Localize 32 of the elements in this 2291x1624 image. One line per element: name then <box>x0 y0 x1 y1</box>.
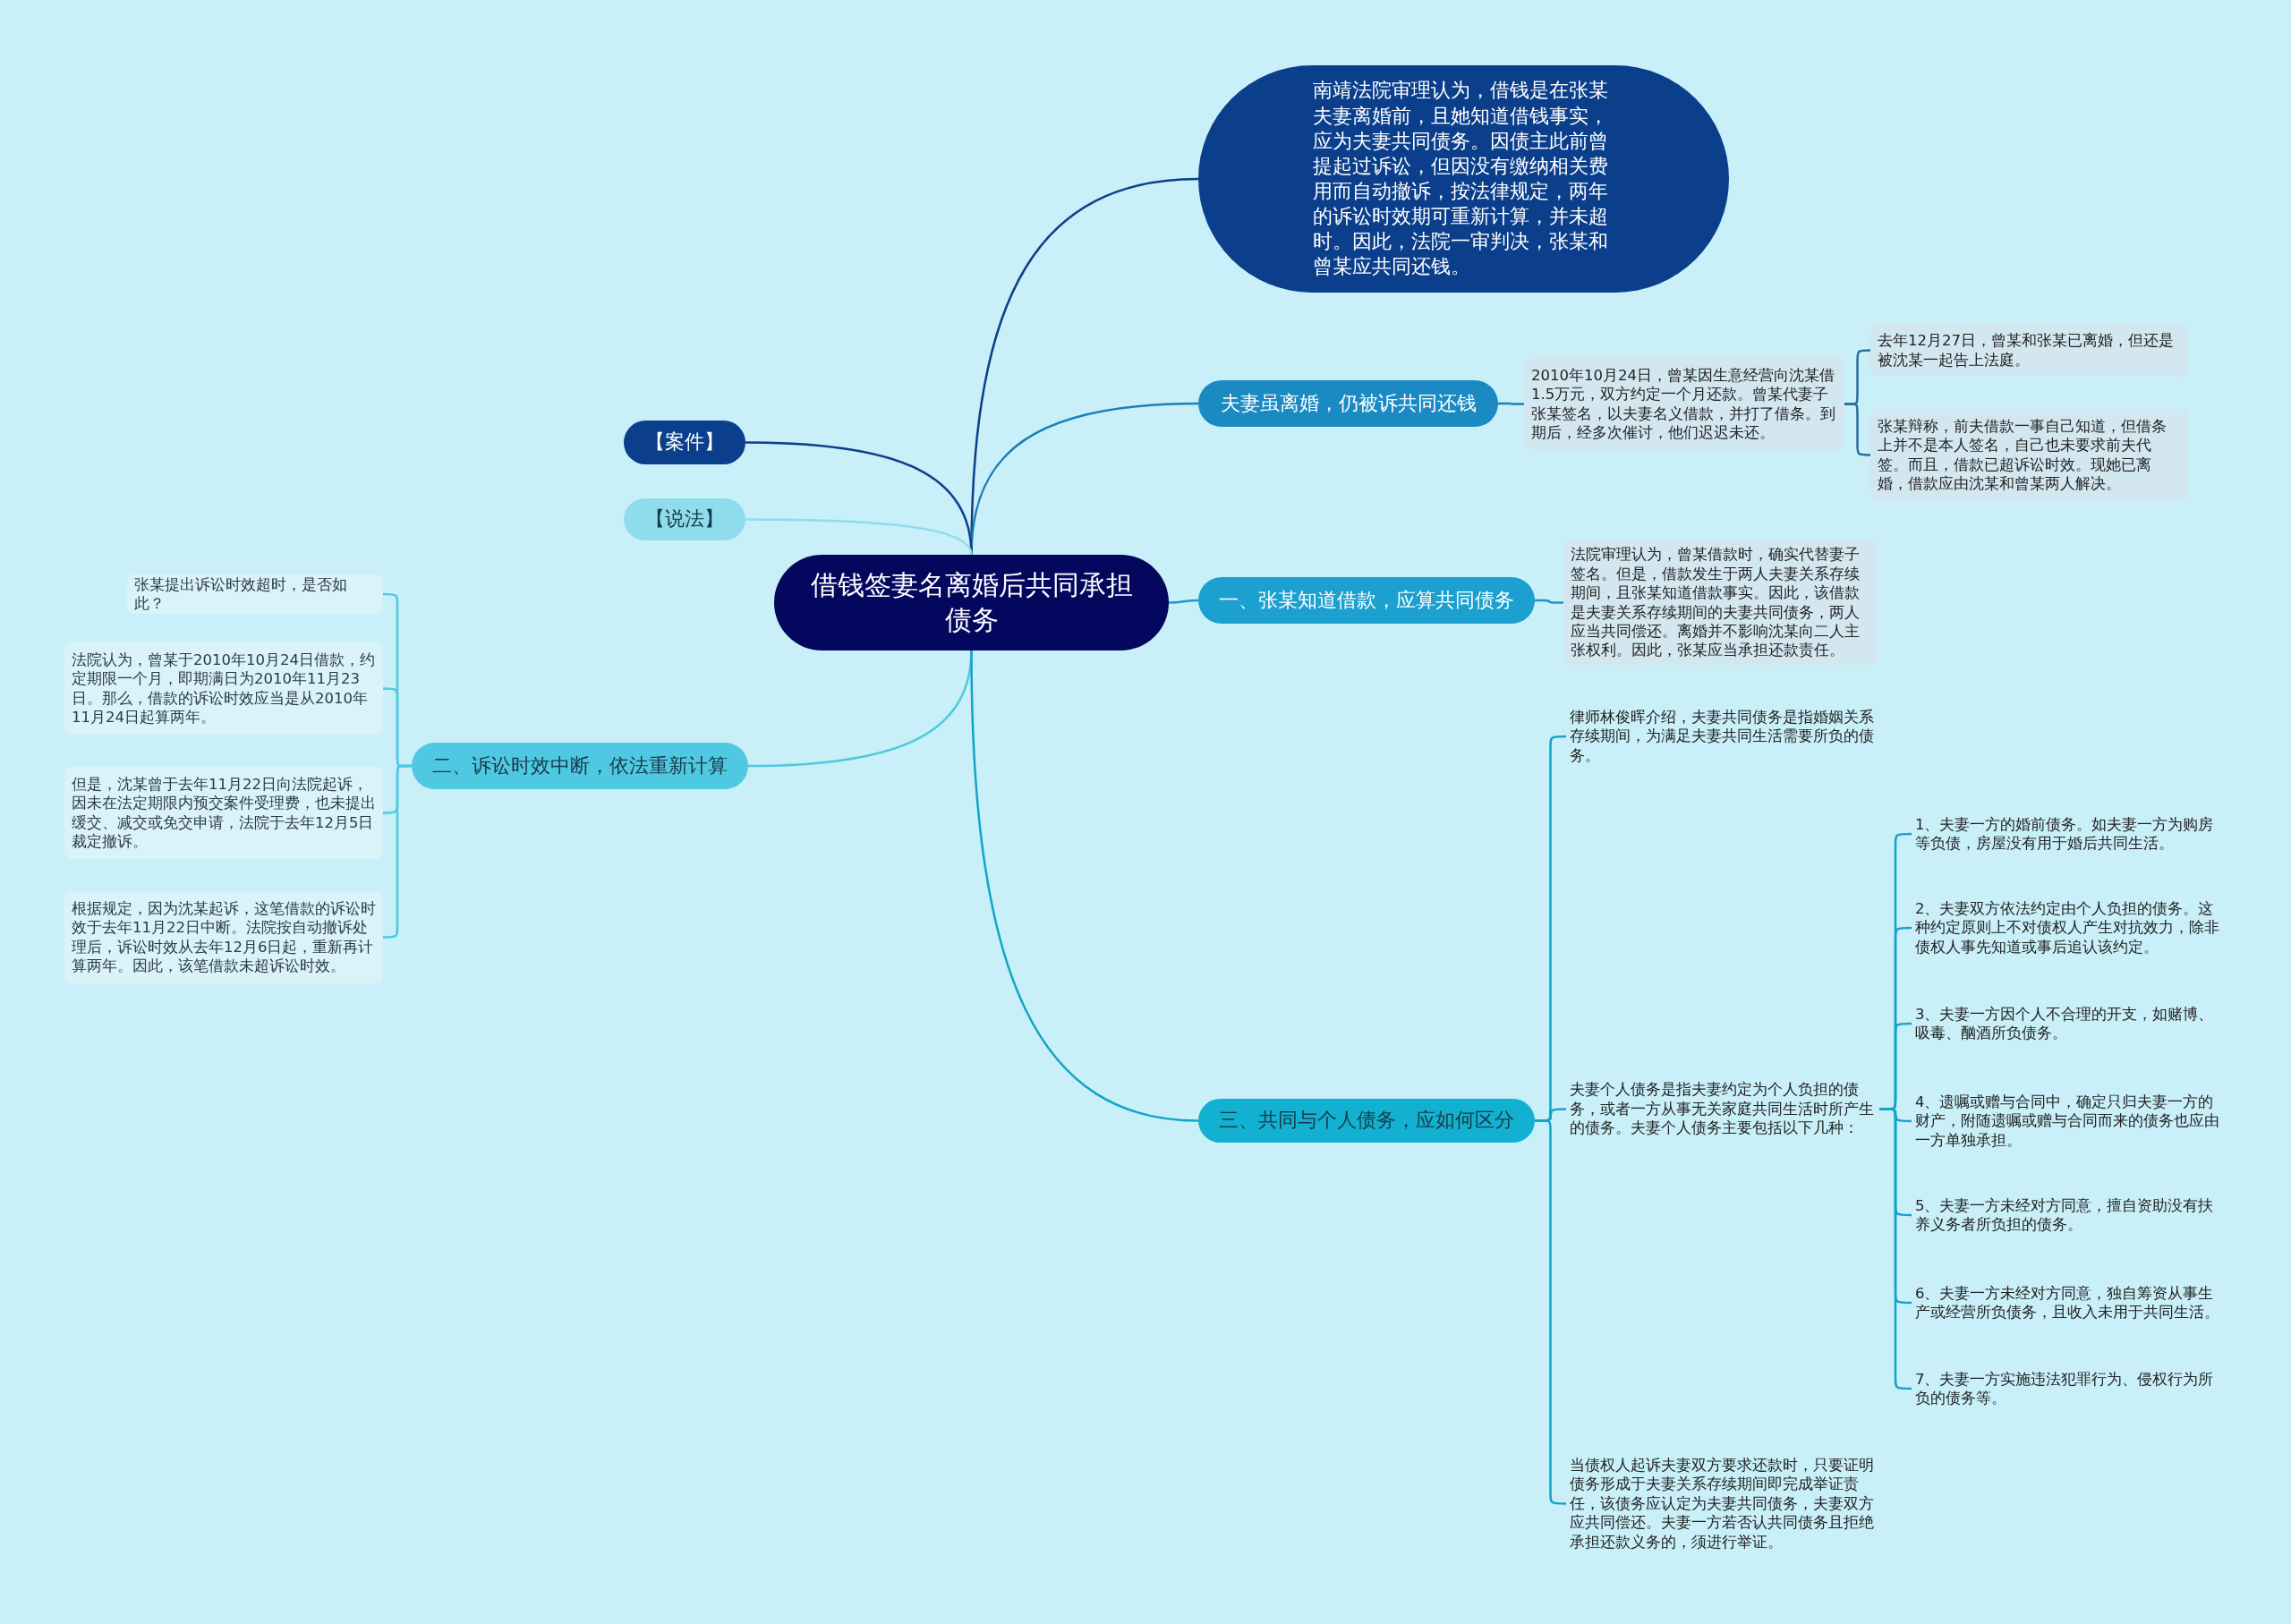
topic-box: 二、诉讼时效中断，依法重新计算 <box>412 743 748 789</box>
text-card: 根据规定，因为沈某起诉，这笔借款的诉讼时效于去年11月22日中断。法院按自动撤诉处理后，诉讼时效从去年12月6日起，重新再计算两年。因此，该笔借款未超诉讼时效。 <box>64 891 383 983</box>
text-card: 张某辩称，前夫借款一事自己知道，但借条上并不是本人签名，自己也未要求前夫代签。而且，借款已超诉讼时效。现她已离婚，借款应由沈某和曾某两人解决。 <box>1870 409 2188 501</box>
topic-box: 【说法】 <box>624 498 745 540</box>
connector-line <box>383 764 412 939</box>
note-text: 7、夫妻一方实施违法犯罪行为、侵权行为所负的债务等。 <box>1912 1369 2229 1408</box>
note-text: 5、夫妻一方未经对方同意，擅自资助没有扶养义务者所负担的债务。 <box>1912 1195 2229 1235</box>
text-card: 去年12月27日，曾某和张某已离婚，但还是被沈某一起告上法庭。 <box>1870 324 2188 377</box>
text-card: 法院审理认为，曾某借款时，确实代替妻子签名。但是，借款发生于两人夫妻关系存续期间，且张某知道借款事实。因此，该借款是夫妻关系存续期间的夫妻共同债务，两人应当共同偿还。离婚并不影响沈某向二人主张权利。因此，张某应当承担还款责任。 <box>1563 540 1878 665</box>
topic-box: 【案件】 <box>624 421 745 464</box>
note-text: 律师林俊晖介绍，夫妻共同债务是指婚姻关系存续期间，为满足夫妻共同生活需要所负的债务。 <box>1566 706 1879 767</box>
central-topic: 借钱签妻名离婚后共同承担债务 <box>774 555 1169 650</box>
connector-line <box>970 650 1199 1122</box>
note-text: 3、夫妻一方因个人不合理的开支，如赌博、吸毒、酗酒所负债务。 <box>1912 1004 2229 1043</box>
connector-line <box>745 518 973 556</box>
text-card: 但是，沈某曾于去年11月22日向法院起诉，因未在法定期限内预交案件受理费，也未提出缓交、减交或免交申请，法院于去年12月5日裁定撤诉。 <box>64 767 383 859</box>
text-card: 张某提出诉讼时效超时，是否如此？ <box>127 574 383 614</box>
connector-line <box>1535 599 1563 604</box>
note-text: 夫妻个人债务是指夫妻约定为个人负担的债务，或者一方从事无关家庭共同生活时所产生的债务。夫妻个人债务主要包括以下几种： <box>1566 1078 1879 1140</box>
note-text: 4、遗嘱或赠与合同中，确定只归夫妻一方的财产，附随遗嘱或赠与合同而来的债务也应由一方单独承担。 <box>1912 1092 2229 1151</box>
connector-line <box>1498 402 1524 405</box>
connector-line <box>1169 599 1198 604</box>
topic-box: 一、张某知道借款，应算共同债务 <box>1198 577 1535 624</box>
note-text: 1、夫妻一方的婚前债务。如夫妻一方为购房等负债，房屋没有用于婚后共同生活。 <box>1912 814 2229 854</box>
note-text: 当债权人起诉夫妻双方要求还款时，只要证明债务形成于夫妻关系存续期间即完成举证责任，该债务应认定为夫妻共同债务，夫妻双方应共同偿还。夫妻一方若否认共同债务且拒绝承担还款义务的，须进行举证。 <box>1566 1454 1879 1553</box>
note-text: 6、夫妻一方未经对方同意，独自筹资从事生产或经营所负债务，且收入未用于共同生活。 <box>1912 1283 2229 1322</box>
note-text: 2、夫妻双方依法约定由个人负担的债务。这种约定原则上不对债权人产生对抗效力，除非债权人事先知道或事后追认该约定。 <box>1912 898 2229 957</box>
connector-line <box>1844 403 1870 456</box>
topic-box: 夫妻虽离婚，仍被诉共同还钱 <box>1198 380 1498 427</box>
text-card: 2010年10月24日，曾某因生意经营向沈某借1.5万元，双方约定一个月还款。曾某代妻子张某签名，以夫妻名义借款，并打了借条。到期后，经多次催讨，他们迟迟未还。 <box>1524 358 1844 450</box>
text-card: 法院认为，曾某于2010年10月24日借款，约定期限一个月，即期满日为2010年11月23日。那么，借款的诉讼时效应当是从2010年11月24日起算两年。 <box>64 642 383 735</box>
topic-box: 三、共同与个人债务，应如何区分 <box>1198 1099 1535 1143</box>
